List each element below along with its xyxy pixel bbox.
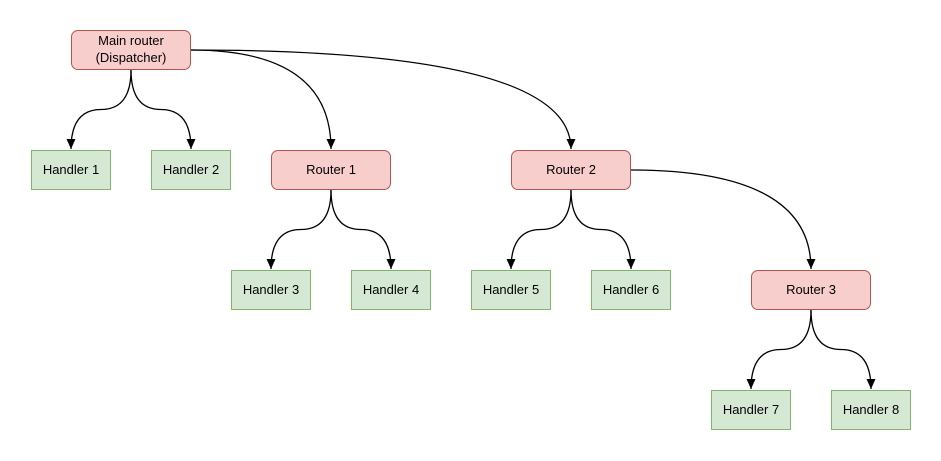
node-handler-1: Handler 1 — [31, 150, 111, 190]
node-label: Handler 8 — [842, 401, 900, 417]
node-handler-7: Handler 7 — [711, 390, 791, 430]
node-handler-3: Handler 3 — [231, 270, 311, 310]
node-label: Handler 7 — [722, 401, 780, 417]
node-handler-8: Handler 8 — [831, 390, 911, 430]
node-main-router: Main router (Dispatcher) — [71, 30, 191, 70]
edge-main-router-to-handler-1 — [66, 69, 132, 150]
node-label: Handler 6 — [602, 281, 660, 297]
edge-router-1-to-handler-4 — [330, 189, 396, 270]
node-router-2: Router 2 — [511, 150, 631, 190]
node-handler-6: Handler 6 — [591, 270, 671, 310]
node-label: Router 3 — [786, 281, 836, 297]
node-label: Handler 2 — [162, 161, 220, 177]
node-handler-2: Handler 2 — [151, 150, 231, 190]
node-router-3: Router 3 — [751, 270, 871, 310]
node-router-1: Router 1 — [271, 150, 391, 190]
edge-router-3-to-handler-8 — [810, 309, 876, 390]
node-label: Handler 5 — [482, 281, 540, 297]
edge-main-router-to-router-1 — [190, 49, 336, 150]
edge-router-2-to-handler-6 — [570, 189, 636, 270]
edge-router-1-to-handler-3 — [266, 189, 332, 270]
edge-main-router-to-router-2 — [190, 49, 576, 150]
node-label: Router 2 — [546, 161, 596, 177]
edge-router-2-to-router-3 — [630, 169, 816, 270]
edge-router-2-to-handler-5 — [506, 189, 572, 270]
node-label: Handler 1 — [42, 161, 100, 177]
node-label: Handler 3 — [242, 281, 300, 297]
node-handler-5: Handler 5 — [471, 270, 551, 310]
edge-router-3-to-handler-7 — [746, 309, 812, 390]
node-handler-4: Handler 4 — [351, 270, 431, 310]
node-label: Handler 4 — [362, 281, 420, 297]
node-label: Router 1 — [306, 161, 356, 177]
edge-main-router-to-handler-2 — [130, 69, 196, 150]
node-label: Main router (Dispatcher) — [95, 33, 167, 65]
